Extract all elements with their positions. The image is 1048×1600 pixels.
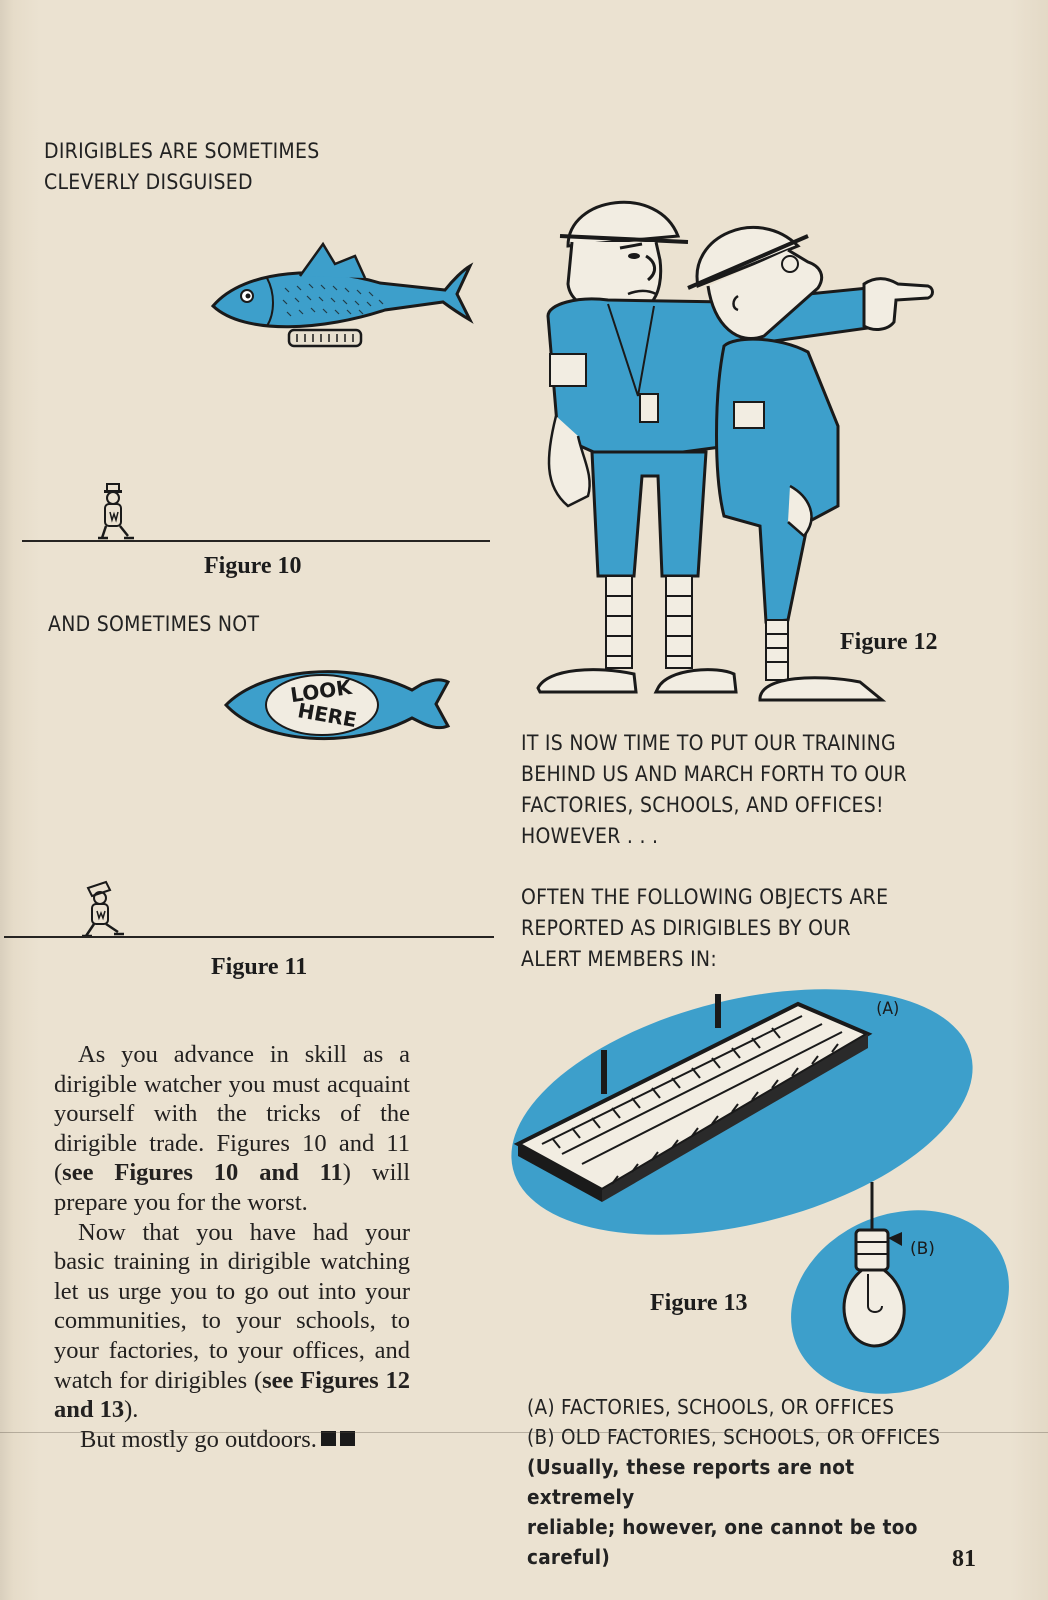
- fold-line: [0, 1432, 1048, 1433]
- light-fixture-illustration: (A) (B): [511, 989, 1009, 1394]
- objects-text: OFTEN THE FOLLOWING OBJECTS ARE REPORTED…: [521, 885, 889, 971]
- body-paragraph: As you advance in skill as a dirigible w…: [54, 1041, 410, 1216]
- walking-man-illustration: [82, 880, 124, 938]
- figure-10-label: Figure 10: [204, 553, 302, 579]
- figure-11-label: Figure 11: [211, 954, 308, 980]
- body-paragraph: Now that you have had your basic trainin…: [54, 1218, 410, 1424]
- figure-13-label: Figure 13: [650, 1290, 748, 1316]
- caption-sometimes-not: AND SOMETIMES NOT: [48, 612, 260, 636]
- small-man-illustration: [98, 483, 134, 540]
- caption-line: DIRIGIBLES ARE SOMETIMES: [44, 139, 320, 163]
- end-mark: [339, 1430, 355, 1446]
- figure-12-label: Figure 12: [840, 629, 938, 655]
- ground-line: [22, 540, 490, 542]
- label-b: (B): [910, 1239, 935, 1259]
- body-paragraph: But mostly go outdoors.: [54, 1425, 410, 1455]
- caption-line: CLEVERLY DISGUISED: [44, 170, 253, 194]
- ground-line: [4, 936, 494, 938]
- end-mark: [320, 1430, 336, 1446]
- label-a: (A): [876, 998, 899, 1018]
- fish-dirigible-illustration: [210, 241, 474, 348]
- look-here-dirigible-illustration: LOOK HERE: [223, 670, 451, 740]
- caption-disguised: DIRIGIBLES ARE SOMETIMES CLEVERLY DISGUI…: [44, 136, 319, 198]
- two-watchers-illustration: [536, 200, 934, 702]
- body-text: As you advance in skill as a dirigible w…: [54, 1040, 410, 1454]
- training-text: IT IS NOW TIME TO PUT OUR TRAINING BEHIN…: [521, 731, 907, 848]
- page-number: 81: [952, 1546, 976, 1572]
- figure-13-legend: (A) FACTORIES, SCHOOLS, OR OFFICES (B) O…: [527, 1395, 941, 1569]
